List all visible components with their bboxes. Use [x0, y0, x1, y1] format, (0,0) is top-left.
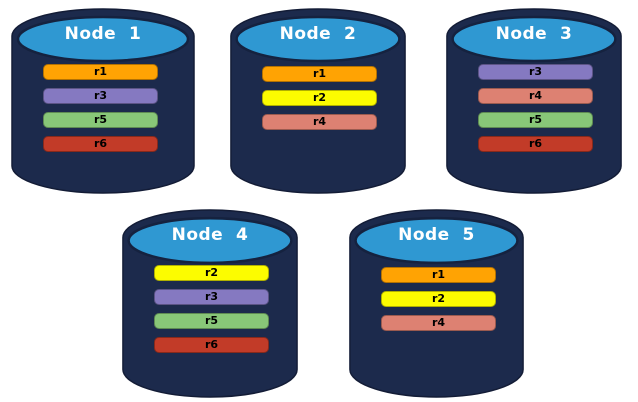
replica-bar-list: r1 r2 r4 — [229, 6, 407, 196]
node-title: Node 4 — [171, 225, 249, 245]
replica-bar-list: r3 r4 r5 r6 — [445, 6, 623, 196]
replica-bar-r6: r6 — [154, 337, 269, 353]
replica-bar-r1: r1 — [262, 66, 377, 82]
node-cylinder-5: Node 5 r1 r2 r4 — [348, 207, 525, 400]
replica-bar-r2: r2 — [262, 90, 377, 106]
node-cylinder-2: Node 2 r1 r2 r4 — [229, 6, 407, 196]
replica-bar-r5: r5 — [154, 313, 269, 329]
replica-bar-r2: r2 — [154, 265, 269, 281]
cylinder-top — [16, 15, 190, 63]
replica-bar-list: r1 r2 r4 — [348, 207, 525, 400]
replica-bar-r4: r4 — [381, 315, 496, 331]
replica-bar-r6: r6 — [43, 136, 158, 152]
replica-bar-list: r2 r3 r5 r6 — [121, 207, 299, 400]
node-title: Node 1 — [64, 24, 142, 44]
node-cylinder-3: Node 3 r3 r4 r5 r6 — [445, 6, 623, 196]
cylinder-top — [451, 15, 617, 63]
replica-bar-r1: r1 — [381, 267, 496, 283]
replica-bar-r2: r2 — [381, 291, 496, 307]
replica-bar-r5: r5 — [43, 112, 158, 128]
node-title: Node 5 — [398, 225, 475, 245]
replica-bar-r4: r4 — [262, 114, 377, 130]
replica-bar-list: r1 r3 r5 r6 — [10, 6, 196, 196]
cylinder-top — [127, 216, 293, 265]
replica-bar-r3: r3 — [43, 88, 158, 104]
node-cylinder-1: Node 1 r1 r3 r5 r6 — [10, 6, 196, 196]
replica-bar-r1: r1 — [43, 64, 158, 80]
node-title: Node 2 — [279, 24, 357, 44]
replica-bar-r3: r3 — [154, 289, 269, 305]
cylinder-top — [354, 216, 519, 265]
node-cylinder-4: Node 4 r2 r3 r5 r6 — [121, 207, 299, 400]
replica-bar-r3: r3 — [478, 64, 593, 80]
replica-bar-r6: r6 — [478, 136, 593, 152]
cylinder-top — [235, 15, 401, 63]
replica-bar-r4: r4 — [478, 88, 593, 104]
node-title: Node 3 — [495, 24, 573, 44]
replica-bar-r5: r5 — [478, 112, 593, 128]
